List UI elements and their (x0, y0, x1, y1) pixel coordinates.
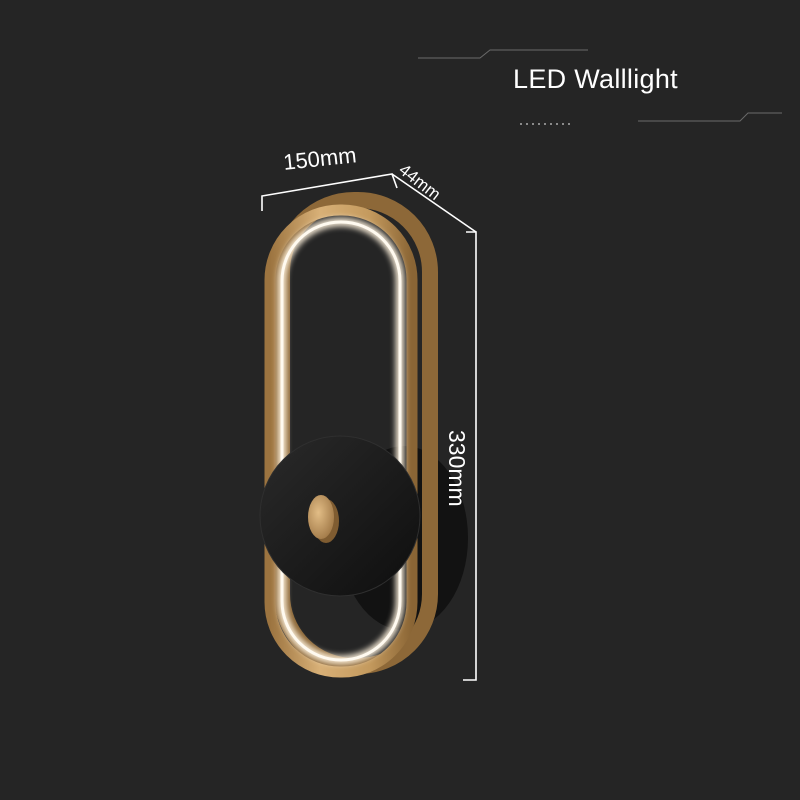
dimension-lines (261, 173, 477, 681)
page-title: LED Walllight (513, 64, 678, 94)
gold-oval-ring (264, 192, 438, 678)
gold-knob (308, 495, 339, 543)
black-disc (259, 435, 421, 597)
header-decoration (418, 49, 782, 125)
height-dimension-label: 330mm (444, 430, 470, 507)
